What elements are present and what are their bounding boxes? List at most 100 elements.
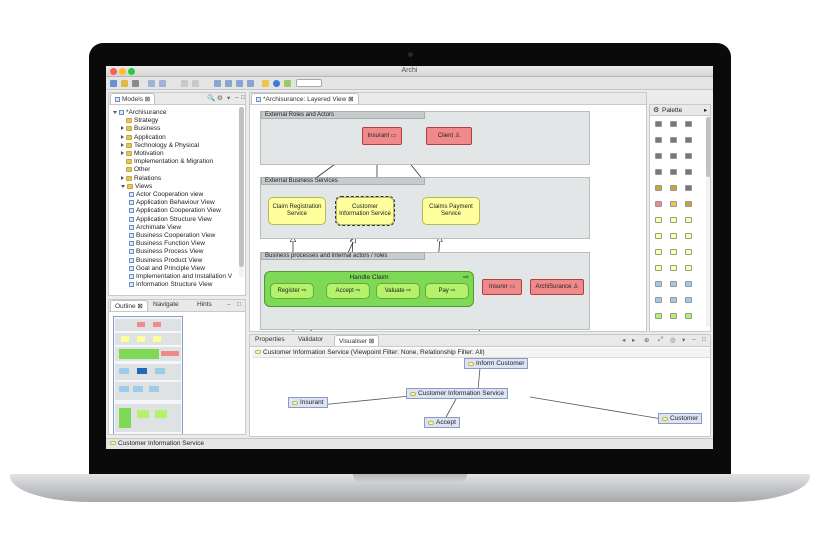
palette-tool-icon[interactable] [655,185,662,191]
palette-tool-icon[interactable] [655,153,662,159]
expand-icon[interactable] [121,126,124,131]
tree-item[interactable]: Application Behaviour View [129,199,215,206]
palette-tool-icon[interactable] [685,313,692,319]
palette-tool-icon[interactable] [670,185,677,191]
palette-tool-icon[interactable] [670,249,677,255]
palette-scrollbar-thumb[interactable] [706,117,710,177]
palette-tool-icon[interactable] [670,169,677,175]
tab-outline[interactable]: Outline ⊠ [110,300,148,311]
tab-visualiser[interactable]: Visualiser ⊠ [334,335,380,346]
palette-tool-icon[interactable] [670,297,677,303]
tree-item[interactable]: Application [121,134,166,141]
tree-item[interactable]: Other [121,166,150,173]
tree-item[interactable]: Technology & Physical [121,142,199,149]
palette-tool-icon[interactable] [670,217,677,223]
vis-node-insurant[interactable]: Insurant [288,397,328,408]
tree-item[interactable]: Implementation & Migration [121,158,213,165]
minimize-panel-icon[interactable]: – [235,94,239,101]
tree-item[interactable]: Application Cooperation View [129,207,221,214]
depth-icon[interactable]: ◎ [670,337,676,344]
palette-tool-icon[interactable] [655,281,662,287]
expand-icon[interactable] [121,134,124,139]
minimize-bottom-icon[interactable]: – [692,336,696,343]
node-accept[interactable]: Accept ⇨ [326,283,370,299]
palette-tool-icon[interactable] [685,169,692,175]
tab-models[interactable]: Models ⊠ [110,93,156,104]
node-client[interactable]: Client ♙ [426,127,472,145]
close-window-button[interactable] [110,68,117,75]
view-menu-icon[interactable]: ▾ [227,95,231,102]
pin-icon[interactable]: ⊕ [644,337,650,344]
tree-item[interactable]: Implementation and Installation V [129,273,232,280]
back-icon[interactable]: ◂ [622,337,626,344]
palette-tool-icon[interactable] [655,137,662,143]
palette-tool-icon[interactable] [655,313,662,319]
node-insurer[interactable]: Insurer ▭ [482,279,522,295]
tree-item[interactable]: Business Cooperation View [129,232,215,239]
align-center-icon[interactable] [225,80,232,87]
cut-icon[interactable] [181,80,188,87]
palette-scrollbar[interactable] [706,117,710,327]
palette-tool-icon[interactable] [670,313,677,319]
palette-tool-icon[interactable] [655,169,662,175]
tree-item[interactable]: Business Process View [129,248,203,255]
redo-icon[interactable] [159,80,166,87]
node-customer-information-service[interactable]: Customer Information Service [335,196,395,226]
expand-icon[interactable] [121,175,124,180]
maximize-panel-icon[interactable]: □ [241,94,245,101]
forward-icon[interactable]: ▸ [632,337,636,344]
palette-tool-icon[interactable] [685,201,692,207]
tree-item[interactable]: Information Structure View [129,281,212,288]
collapse-icon[interactable] [121,184,125,188]
tab-layered-view[interactable]: *Archisurance: Layered View ⊠ [251,93,359,104]
copy-icon[interactable] [192,80,199,87]
palette-tool-icon[interactable] [685,297,692,303]
palette-tool-icon[interactable] [655,217,662,223]
tree-scrollbar[interactable] [239,107,244,277]
palette-tool-icon[interactable] [670,201,677,207]
tree-item[interactable]: Business Product View [129,257,202,264]
palette-tool-icon[interactable] [685,137,692,143]
palette-tool-icon[interactable] [670,121,677,127]
align-left-icon[interactable] [214,80,221,87]
open-model-icon[interactable] [121,80,128,87]
filter-icon[interactable]: ⚙ [217,95,223,102]
vis-node-inform-customer[interactable]: Inform Customer [464,358,529,369]
maximize-bottom-icon[interactable]: □ [702,336,706,343]
palette-tool-icon[interactable] [655,249,662,255]
tab-properties[interactable]: Properties [251,335,289,346]
tab-navigate[interactable]: Navigate [149,300,183,311]
tree-item[interactable]: Goal and Principle View [129,265,205,272]
palette-tool-icon[interactable] [655,121,662,127]
zoom-combo[interactable] [296,79,322,87]
palette-tool-icon[interactable] [685,233,692,239]
tab-hints[interactable]: Hints [193,300,216,311]
palette-tool-icon[interactable] [685,265,692,271]
palette-tool-icon[interactable] [670,153,677,159]
palette-tool-icon[interactable] [685,217,692,223]
tree-item[interactable]: Archimate View [129,224,181,231]
palette-tool-icon[interactable] [655,297,662,303]
align-right-icon[interactable] [236,80,243,87]
node-valuate[interactable]: Valuate ⇨ [376,283,420,299]
palette-tool-icon[interactable] [655,201,662,207]
zoom-icon[interactable] [284,80,291,87]
palette-tool-icon[interactable] [685,185,692,191]
palette-tool-icon[interactable] [670,281,677,287]
palette-tool-icon[interactable] [685,281,692,287]
node-pay[interactable]: Pay ⇨ [425,283,469,299]
tree-item[interactable]: Motivation [121,150,164,157]
tree-item[interactable]: Strategy [121,117,158,124]
node-insurant[interactable]: Insurant ▭ [362,127,402,145]
vis-node-customer[interactable]: Customer [658,413,703,424]
outline-thumbnail[interactable] [113,316,183,434]
tree-item[interactable]: Relations [121,175,161,182]
info-icon[interactable] [273,80,280,87]
palette-tool-icon[interactable] [655,233,662,239]
palette-tool-icon[interactable] [670,265,677,271]
palette-tool-icon[interactable] [655,265,662,271]
tree-item[interactable]: Business [121,125,160,132]
minimize-outline-icon[interactable]: – [227,301,231,308]
diagram-canvas[interactable]: External Roles and Actors External Busin… [250,105,646,331]
vis-node-customer-information-service[interactable]: Customer Information Service [406,388,508,399]
